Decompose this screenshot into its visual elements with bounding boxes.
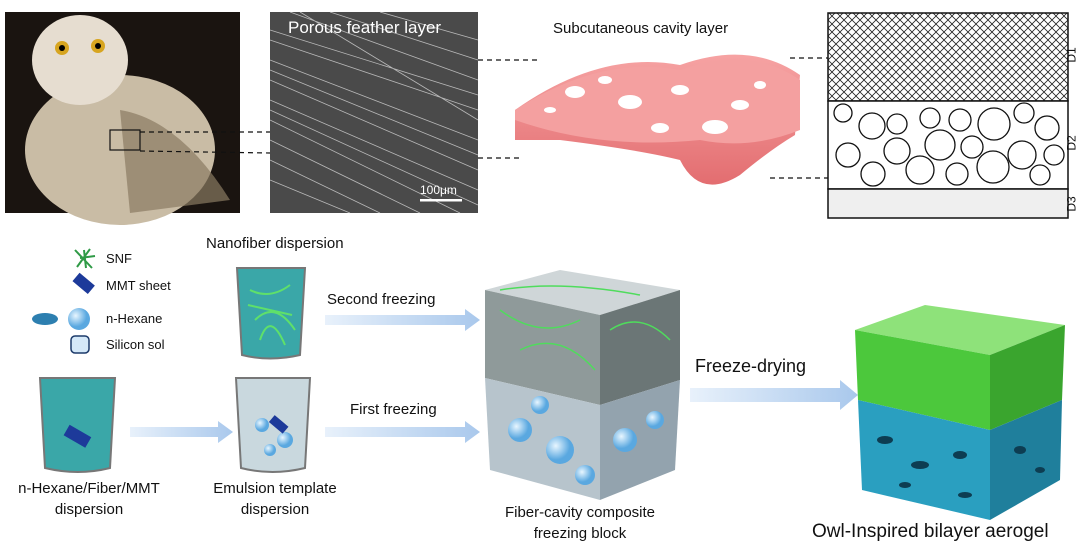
bilayer-aerogel: [855, 305, 1065, 520]
snf-fiber-icon: [74, 248, 96, 269]
first-freezing-arrow: [325, 421, 480, 443]
nanofiber-beaker: [235, 267, 307, 360]
emulsion-beaker: [234, 377, 312, 473]
composite-block: [485, 270, 680, 500]
nanofiber-label: Nanofiber dispersion: [206, 235, 344, 252]
layer-label-d3: D3: [1064, 196, 1079, 212]
layer-label-d2: D2: [1064, 135, 1079, 151]
block-label-line1: Fiber-cavity composite: [504, 504, 656, 521]
legend-label-mmt: MMT sheet: [106, 278, 171, 293]
scale-bar-label: 100μm: [420, 183, 457, 197]
legend-label-snf: SNF: [106, 251, 132, 266]
mixture-label-line1: n-Hexane/Fiber/MMT: [18, 480, 160, 497]
n-hexane-icon: [68, 308, 90, 330]
emulsion-label-line1: Emulsion template: [213, 480, 337, 497]
legend-label-silicon-sol: Silicon sol: [106, 337, 165, 352]
bilayer-schematic: [827, 12, 1069, 219]
block-label-line2: freezing block: [533, 525, 627, 542]
n-hexane-disc-icon: [32, 313, 58, 325]
emulsion-arrow: [130, 421, 233, 443]
legend-label-n-hexane: n-Hexane: [106, 311, 163, 326]
layer-label-d1: D1: [1064, 47, 1079, 63]
silicon-sol-icon: [70, 335, 90, 354]
mixture-label-line2: dispersion: [54, 501, 124, 518]
process-arrows: [130, 309, 858, 443]
emulsion-label-line2: dispersion: [240, 501, 310, 518]
zoom-connectors: [139, 57, 828, 179]
owl-photo: [5, 12, 240, 225]
mmt-sheet-icon: [72, 272, 95, 295]
mixture-label: n-Hexane/Fiber/MMT dispersion: [0, 478, 178, 520]
block-label: Fiber-cavity composite freezing block: [480, 502, 680, 544]
freeze-drying-arrow: [690, 380, 858, 410]
aerogel-label: Owl-Inspired bilayer aerogel: [812, 521, 1049, 542]
sem-image: [269, 11, 479, 214]
emulsion-label: Emulsion template dispersion: [190, 478, 360, 520]
first-freezing-label: First freezing: [350, 401, 437, 418]
mixture-beaker: [38, 377, 117, 473]
freeze-drying-label: Freeze-drying: [695, 356, 807, 376]
sem-title: Porous feather layer: [288, 18, 442, 37]
second-freezing-arrow: [325, 309, 480, 331]
cavity-layer-illustration: [515, 54, 800, 185]
cavity-title: Subcutaneous cavity layer: [553, 20, 729, 37]
second-freezing-label: Second freezing: [327, 291, 436, 308]
